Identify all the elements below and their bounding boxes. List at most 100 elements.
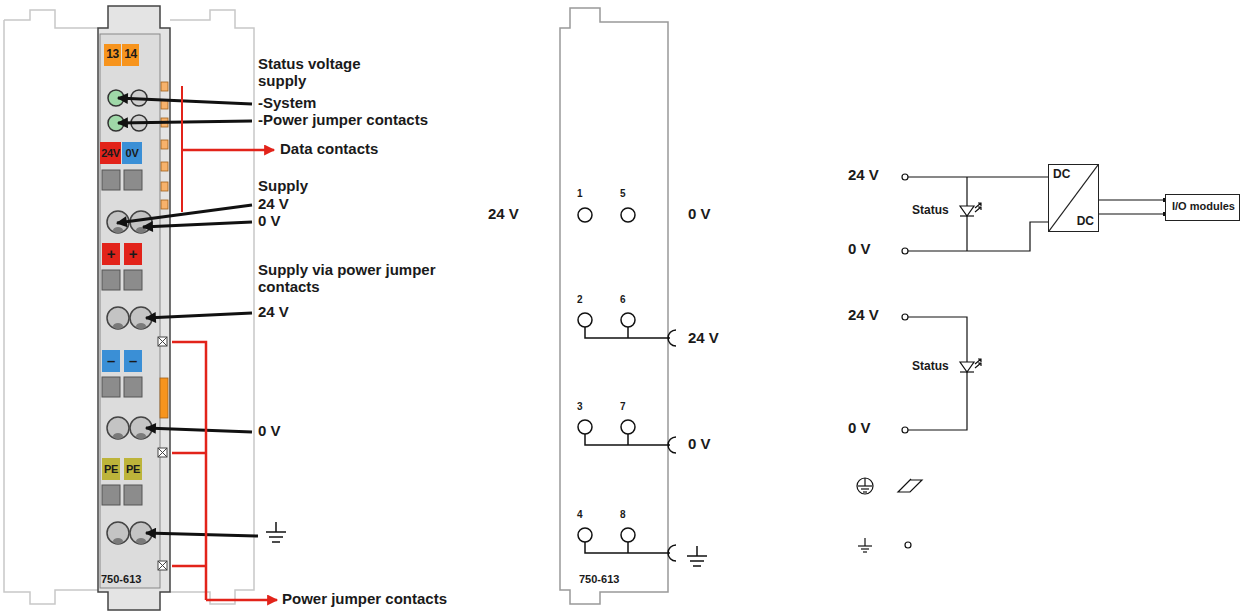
- terminal-point: [621, 208, 635, 222]
- release-button: [102, 377, 120, 397]
- part-number: 750-613: [579, 573, 619, 585]
- terminal-marking: 24V: [100, 142, 121, 164]
- converter-label: DC: [1053, 168, 1070, 181]
- callout-text: Power jumper contacts: [282, 591, 447, 608]
- power-jumper-bracket: [206, 599, 277, 602]
- clamp-slot: [113, 538, 123, 544]
- terminal-point: [578, 420, 592, 434]
- leader-arrow: [118, 98, 252, 104]
- terminal-point: [902, 174, 908, 180]
- power-jumper-contact: [158, 561, 167, 570]
- pin-number: 8: [620, 509, 626, 520]
- ground-symbol: [266, 522, 286, 542]
- protective-earth-symbol: [857, 478, 873, 494]
- ground-symbol: [275, 522, 277, 532]
- power-jumper-contact: [158, 561, 167, 570]
- status-led: [108, 90, 147, 131]
- terminal-point: [902, 248, 908, 254]
- signal-name: 24 V: [688, 330, 719, 347]
- signal-name: 0 V: [848, 241, 871, 258]
- ground-symbol: [864, 538, 865, 546]
- led-symbol: [975, 203, 981, 212]
- protective-earth-symbol: [864, 478, 865, 486]
- ground-symbol: [266, 531, 286, 533]
- terminal-bridge: [585, 327, 676, 561]
- protective-earth-symbol: [858, 485, 872, 486]
- protective-earth-symbol: [857, 478, 873, 494]
- pin-number: 3: [577, 401, 583, 412]
- ground-symbol: [269, 536, 283, 538]
- led-label: Status: [912, 360, 949, 373]
- power-jumper-contact: [158, 337, 167, 570]
- module-housing: [98, 6, 170, 610]
- neighbour-outline: [4, 10, 98, 604]
- schematic-wire: [908, 317, 967, 430]
- led-symbol: [960, 371, 974, 372]
- pin-number: 1: [577, 188, 583, 199]
- leader-arrow: [117, 98, 258, 536]
- callout-text: Supply via power jumper contacts: [258, 262, 438, 295]
- led-symbol: [975, 359, 981, 368]
- release-button: [124, 377, 142, 397]
- signal-name: 24 V: [848, 307, 879, 324]
- terminal-point: [621, 420, 635, 434]
- power-jumper-contact: [158, 337, 167, 346]
- callout-text: 0 V: [258, 213, 281, 230]
- clamp-slot: [113, 227, 123, 233]
- leader-arrow: [146, 313, 252, 318]
- pin-number: 6: [620, 294, 626, 305]
- terminal-marking: +: [124, 243, 142, 265]
- leader-arrow: [118, 121, 252, 123]
- data-contact: [161, 182, 168, 191]
- release-button: [102, 270, 120, 290]
- power-jumper-bracket: [172, 342, 277, 600]
- ground-symbol: [861, 548, 869, 549]
- callout-text: Data contacts: [280, 141, 378, 158]
- terminal-marking: PE: [102, 458, 120, 480]
- clamp-slot: [136, 323, 146, 329]
- pin-number: 7: [620, 401, 626, 412]
- clamp-opening: [107, 307, 129, 329]
- power-jumper-contact: [158, 448, 167, 457]
- clamp-slot: [136, 433, 146, 439]
- power-jumper-contact: [158, 337, 167, 346]
- data-contact: [161, 82, 168, 91]
- protective-earth-symbol: [861, 488, 869, 489]
- clamp-slot: [113, 433, 123, 439]
- neighbour-outline: [4, 10, 254, 604]
- pin-number: 5: [620, 188, 626, 199]
- power-jumper-bracket: [172, 342, 206, 600]
- terminal-marking: –: [102, 350, 120, 372]
- terminal-point: [621, 528, 635, 542]
- release-button: [124, 485, 142, 505]
- converter-label: DC: [1077, 215, 1094, 228]
- ground-symbol: [863, 551, 867, 552]
- ground-symbol: [272, 541, 280, 543]
- terminal-marking: 0V: [122, 142, 142, 164]
- terminal-number: 13: [104, 44, 121, 66]
- terminal-bridge: [585, 434, 676, 453]
- part-number: 750-613: [101, 573, 141, 585]
- callout-text: 24 V: [258, 304, 289, 321]
- callout-text: 24 V: [258, 196, 289, 213]
- schematic-wire: [908, 177, 1048, 430]
- terminal-point: [621, 313, 635, 327]
- signal-name: 0 V: [848, 420, 871, 437]
- signal-name: 0 V: [688, 206, 711, 223]
- pin-number: 2: [577, 294, 583, 305]
- clamp-opening: [107, 522, 129, 544]
- data-contact: [161, 140, 168, 149]
- terminal-point: [578, 208, 635, 542]
- led-symbol: [960, 215, 974, 216]
- signal-name: 24 V: [488, 206, 519, 223]
- terminal-point: [905, 542, 911, 548]
- release-button: [124, 170, 142, 190]
- terminal-marking: –: [124, 350, 142, 372]
- protective-earth-symbol: [863, 491, 867, 492]
- power-jumper-contact: [158, 448, 167, 457]
- din-rail-symbol: [898, 479, 922, 492]
- release-button: [124, 270, 142, 290]
- terminal-number: 14: [122, 44, 139, 66]
- terminal-point: [902, 314, 908, 320]
